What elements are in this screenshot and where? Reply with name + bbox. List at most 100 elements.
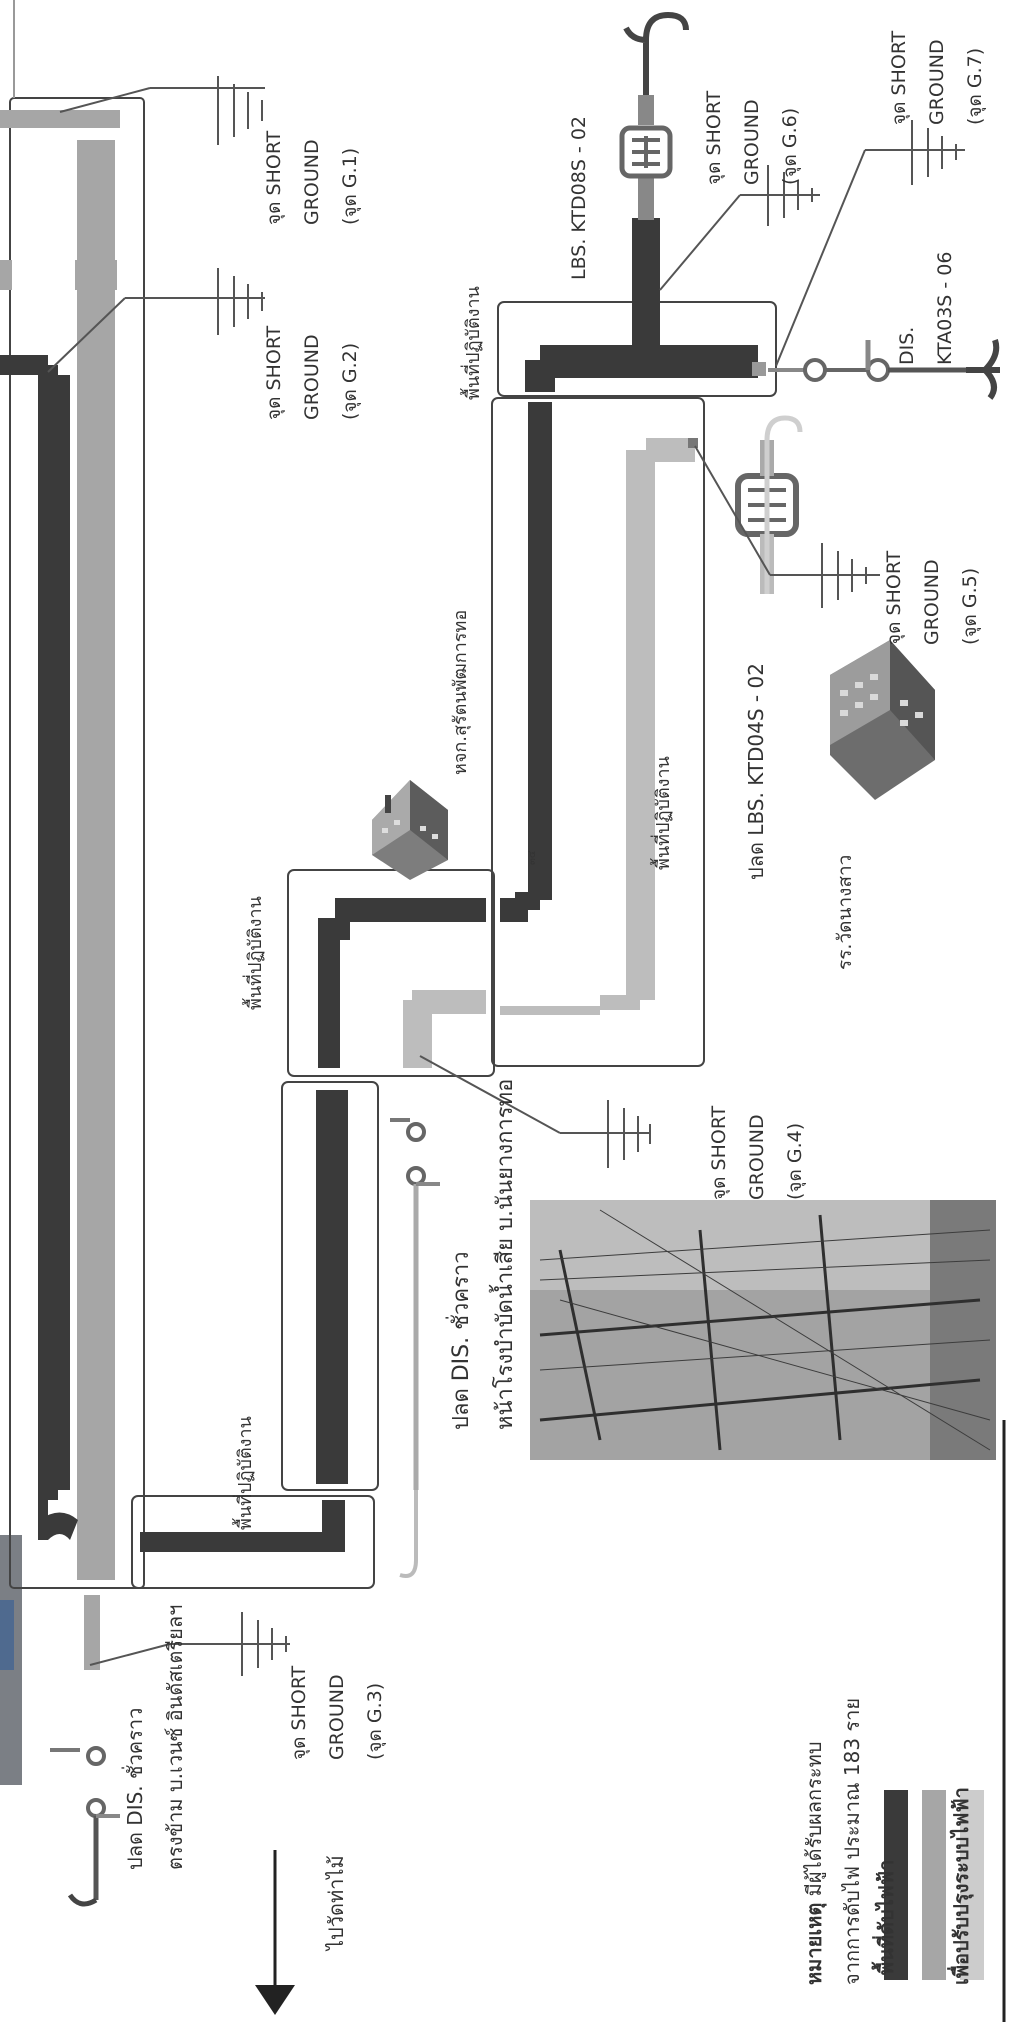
- building-school-icon: [830, 640, 935, 800]
- label-g3-line1: จุด SHORT: [288, 1665, 310, 1760]
- lbs-ktd08s-lead-top: [638, 95, 654, 125]
- feeder-grey-stub-2: [75, 260, 117, 290]
- label-g2-line3: (จุด G.2): [339, 342, 361, 420]
- legend-swatch-grey: [922, 1790, 946, 1980]
- label-g5-line2: GROUND: [921, 559, 943, 645]
- ground-symbol-g5: [694, 445, 880, 608]
- label-g5-line1: จุด SHORT: [883, 550, 905, 645]
- ground-symbol-g7: [775, 120, 965, 367]
- label-direction: ไปวัดท่าไม้: [324, 1855, 348, 1950]
- label-open-lbs-ktd04s: ปลด LBS. KTD04S - 02: [744, 663, 768, 880]
- label-open-dis-mid-line1: ปลด DIS. ชั่วคราว: [449, 1251, 474, 1430]
- dis-open-left-symbol: [50, 1746, 120, 1907]
- label-g6-line3: (จุด G.6): [779, 107, 801, 185]
- legend-swatch-light: [960, 1790, 984, 1980]
- feeder-grey-top-branch: [0, 110, 120, 128]
- label-g7-line3: (จุด G.7): [964, 47, 986, 125]
- lbs-ktd08s-lead: [638, 175, 654, 220]
- label-open-dis-mid-line2: หน้าโรงบำบัดน้ำเสีย บ.นันยางการทอ: [493, 1078, 518, 1430]
- direction-arrow: [255, 1850, 295, 2015]
- ground-symbol-g3: [89, 1612, 290, 1676]
- label-g5-line3: (จุด G.5): [959, 567, 981, 645]
- label-ground-g1: จุด SHORT GROUND (จุด G.1): [255, 131, 369, 225]
- building-community-icon: [372, 780, 448, 880]
- ground-symbol-g6: [659, 165, 820, 291]
- work-area-3-grey-line: [403, 990, 486, 1068]
- field-photo: [530, 1200, 996, 1460]
- label-g2-line1: จุด SHORT: [263, 325, 285, 420]
- work-area-frame-2: [281, 1081, 379, 1491]
- label-g1-line3: (จุด G.1): [339, 147, 361, 225]
- label-dis-kta03s: DIS. KTA03S - 06: [888, 252, 964, 365]
- label-ground-g7: จุด SHORT GROUND (จุด G.7): [880, 31, 994, 125]
- label-dis-kta03s-line2: KTA03S - 06: [934, 251, 956, 365]
- label-community-building: หจก.สุรัตนพัฒการทอ: [450, 609, 471, 775]
- ground-point-g5-tap: [688, 438, 698, 448]
- work-area-frame-4: [491, 397, 705, 1067]
- dis-kta03s-symbol: [768, 339, 1000, 400]
- label-g4-line3: (จุด G.4): [784, 1122, 806, 1200]
- label-g2-line2: GROUND: [301, 334, 323, 420]
- label-ground-g5: จุด SHORT GROUND (จุด G.5): [875, 551, 989, 645]
- label-g7-line1: จุด SHORT: [888, 30, 910, 125]
- label-open-dis-left-line2: ตรงข้าม บ.เวนซ์ อินดัสเตรียลฯ: [163, 1604, 187, 1870]
- label-g3-line2: GROUND: [326, 1674, 348, 1760]
- legend: หมายเหตุ มีผู้ได้รับผลกระทบ จากการดับไฟ …: [795, 1698, 871, 1985]
- work-area-2-line: [316, 1090, 348, 1484]
- legend-item-improvement: เพื่อปรับปรุงระบบไฟฟ้า: [949, 1787, 973, 1985]
- legend-title-rest: มีผู้ได้รับผลกระทบ: [802, 1741, 826, 1903]
- label-g1-line1: จุด SHORT: [263, 130, 285, 225]
- label-g6-line2: GROUND: [741, 99, 763, 185]
- feeder-dark-main: [38, 355, 70, 1540]
- work-area-3-dark-line: [318, 898, 486, 1068]
- label-lbs-ktd08s: LBS. KTD08S - 02: [568, 116, 590, 280]
- feeder-grey-stub-1: [0, 260, 12, 290]
- work-area-frame-3: [287, 869, 495, 1077]
- page-number: ๓๔: [527, 850, 538, 865]
- left-photo-strip-detail: [0, 1600, 14, 1670]
- work-area-1-line: [140, 1500, 345, 1552]
- label-dis-kta03s-line1: DIS.: [896, 326, 918, 365]
- legend-subtitle: จากการดับไฟ ประมาณ 183 ราย: [840, 1697, 864, 1985]
- lbs-ktd08s-feed: [632, 218, 660, 302]
- label-ground-g6: จุด SHORT GROUND (จุด G.6): [695, 91, 809, 185]
- label-work-area-5: พื้นที่ปฏิบัติงาน: [463, 286, 484, 400]
- legend-title-line: หมายเหตุ มีผู้ได้รับผลกระทบ: [795, 1698, 833, 1985]
- label-open-dis-left: ปลด DIS. ชั่วคราว ตรงข้าม บ.เวนซ์ อินดัส…: [115, 1605, 195, 1870]
- feeder-grey-main: [77, 140, 115, 1580]
- ground-symbol-g2: [47, 268, 265, 373]
- label-g6-line1: จุด SHORT: [703, 90, 725, 185]
- legend-swatch-dark: [884, 1790, 908, 1980]
- work-area-5-line: [525, 300, 758, 392]
- feeder-grey-tail: [84, 1595, 100, 1670]
- dis-open-mid-symbol: [390, 1118, 440, 1578]
- outer-frame: [9, 97, 145, 1589]
- work-area-4-grey-line: [500, 438, 695, 1015]
- label-g4-line2: GROUND: [746, 1114, 768, 1200]
- work-area-4-dark-line: [500, 402, 552, 922]
- label-open-dis-mid: ปลด DIS. ชั่วคราว หน้าโรงบำบัดน้ำเสีย บ.…: [440, 1079, 528, 1430]
- ground-point-g7-tap: [752, 362, 766, 376]
- label-ground-g4: จุด SHORT GROUND (จุด G.4): [700, 1106, 814, 1200]
- label-work-area-4: พื้นที่ปฏิบัติงาน: [653, 756, 674, 870]
- lbs-ktd08s-symbol: [619, 125, 673, 179]
- label-g4-line1: จุด SHORT: [708, 1105, 730, 1200]
- legend-item-outage: พื้นที่ดับไฟฟ้า: [874, 1859, 898, 1975]
- label-ground-g2: จุด SHORT GROUND (จุด G.2): [255, 326, 369, 420]
- lbs-ktd08s-hook: [623, 11, 689, 95]
- feeder-dark-bend: [40, 1512, 78, 1540]
- label-ground-g3: จุด SHORT GROUND (จุด G.3): [280, 1666, 394, 1760]
- label-g7-line2: GROUND: [926, 39, 948, 125]
- label-work-area-3: พื้นที่ปฏิบัติงาน: [245, 896, 266, 1010]
- label-school: รร.วัดนางสาว: [834, 854, 856, 970]
- ground-symbol-g4: [419, 1055, 651, 1168]
- ground-symbol-g1: [59, 76, 265, 145]
- label-open-dis-left-line1: ปลด DIS. ชั่วคราว: [123, 1707, 147, 1870]
- label-g3-line3: (จุด G.3): [364, 1682, 386, 1760]
- feeder-dark-top-stub: [0, 355, 40, 375]
- work-area-frame-1: [131, 1495, 375, 1589]
- lbs-ktd08s-contacts: [632, 136, 660, 168]
- legend-title: หมายเหตุ: [802, 1902, 826, 1985]
- label-g1-line2: GROUND: [301, 139, 323, 225]
